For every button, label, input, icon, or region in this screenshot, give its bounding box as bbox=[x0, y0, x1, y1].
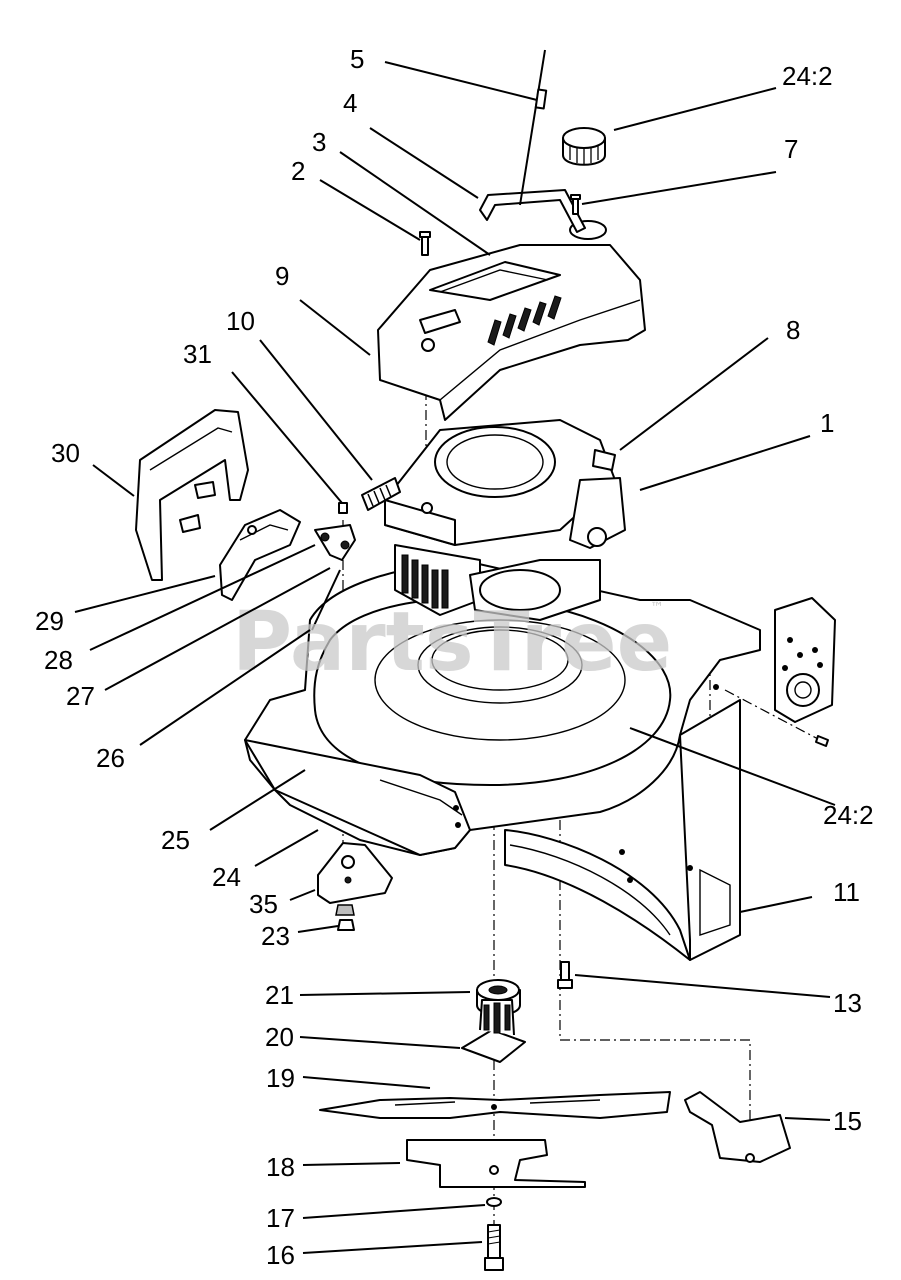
callout-20: 20 bbox=[265, 1022, 294, 1052]
callout-3: 3 bbox=[312, 127, 326, 157]
callout-16: 16 bbox=[266, 1240, 295, 1270]
callout-9: 9 bbox=[275, 261, 289, 291]
callout-25: 25 bbox=[161, 825, 190, 855]
callout-5: 5 bbox=[350, 44, 364, 74]
blade-bolt bbox=[484, 1224, 504, 1271]
engine-shroud bbox=[377, 220, 646, 421]
svg-text:™: ™ bbox=[650, 600, 664, 616]
mulching-blade bbox=[406, 1139, 586, 1188]
rear-baffle bbox=[504, 829, 691, 961]
muffler-spring bbox=[361, 477, 401, 511]
partstree-watermark: PartsTree ™ bbox=[232, 595, 672, 690]
callout-13: 13 bbox=[833, 988, 862, 1018]
engine bbox=[384, 419, 626, 621]
callout-4: 4 bbox=[343, 88, 357, 118]
blade-washer bbox=[486, 1197, 502, 1207]
bolt-13 bbox=[557, 961, 573, 989]
mulch-plug bbox=[317, 842, 393, 916]
callout-26: 26 bbox=[96, 743, 125, 773]
callout-23: 23 bbox=[261, 921, 290, 951]
callout-1: 1 bbox=[820, 408, 834, 438]
callout-30: 30 bbox=[51, 438, 80, 468]
callout-2: 2 bbox=[291, 156, 305, 186]
callout-24-2-top: 24:2 bbox=[782, 61, 833, 91]
nut-23 bbox=[337, 919, 355, 931]
hinge-rod bbox=[311, 569, 341, 631]
wheel-height-bracket bbox=[774, 597, 836, 747]
callout-18: 18 bbox=[266, 1152, 295, 1182]
screw-31 bbox=[338, 502, 348, 514]
hinge-bracket bbox=[314, 524, 356, 561]
callout-28: 28 bbox=[44, 645, 73, 675]
callout-19: 19 bbox=[266, 1063, 295, 1093]
screw-2 bbox=[419, 231, 431, 256]
callout-35: 35 bbox=[249, 889, 278, 919]
callout-17: 17 bbox=[266, 1203, 295, 1233]
blade-adapter bbox=[461, 999, 526, 1063]
callout-11: 11 bbox=[833, 877, 860, 907]
callout-10: 10 bbox=[226, 306, 255, 336]
fuel-cap bbox=[562, 127, 606, 166]
blade bbox=[319, 1091, 671, 1119]
callout-8: 8 bbox=[786, 315, 800, 345]
callout-31: 31 bbox=[183, 339, 212, 369]
callout-7: 7 bbox=[784, 134, 798, 164]
callout-24: 24 bbox=[212, 862, 241, 892]
discharge-deflector bbox=[135, 409, 249, 581]
callout-labels: 5 4 3 2 9 24:2 7 8 1 10 31 30 29 28 27 2… bbox=[35, 44, 874, 1270]
callout-29: 29 bbox=[35, 606, 64, 636]
deflector-hinge bbox=[219, 509, 301, 601]
callout-24-2-right: 24:2 bbox=[823, 800, 874, 830]
mower-deck bbox=[244, 561, 761, 961]
bail-handle bbox=[479, 49, 586, 233]
screw-7 bbox=[570, 194, 581, 215]
svg-text:PartsTree: PartsTree bbox=[232, 595, 672, 690]
callout-21: 21 bbox=[265, 980, 294, 1010]
callout-15: 15 bbox=[833, 1106, 862, 1136]
callout-27: 27 bbox=[66, 681, 95, 711]
wheel-cover-15 bbox=[684, 1091, 791, 1163]
leader-lines bbox=[74, 61, 836, 1254]
